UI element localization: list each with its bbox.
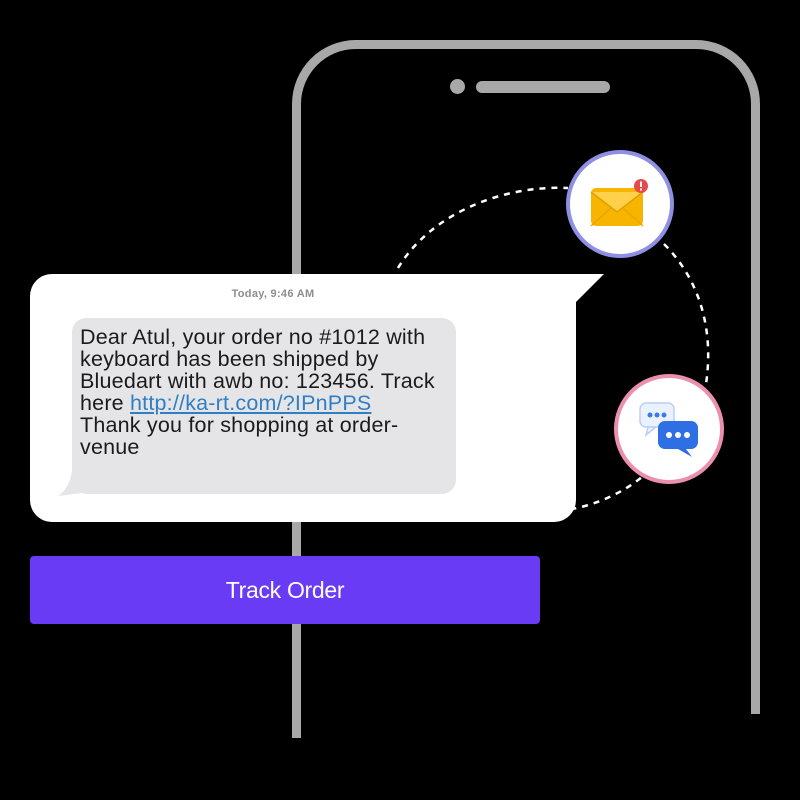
- message-timestamp: Today, 9:46 AM: [231, 288, 315, 300]
- envelope-notification-icon: [590, 179, 648, 227]
- mail-notification-bubble[interactable]: [566, 150, 674, 258]
- message-closing: Thank you for shopping at order-venue: [80, 413, 399, 459]
- chat-bubbles-icon: [639, 402, 698, 457]
- phone-camera-dot: [450, 79, 465, 94]
- message-body: Dear Atul, your order no #1012 with keyb…: [80, 325, 435, 415]
- track-order-button[interactable]: Track Order: [30, 556, 540, 624]
- sms-card-tail: [554, 274, 604, 324]
- phone-speaker-bar: [476, 81, 610, 93]
- chat-notification-bubble[interactable]: [614, 374, 724, 484]
- sms-message-bubble: Dear Atul, your order no #1012 with keyb…: [72, 318, 456, 494]
- tracking-link[interactable]: http://ka-rt.com/?IPnPPS: [130, 391, 372, 415]
